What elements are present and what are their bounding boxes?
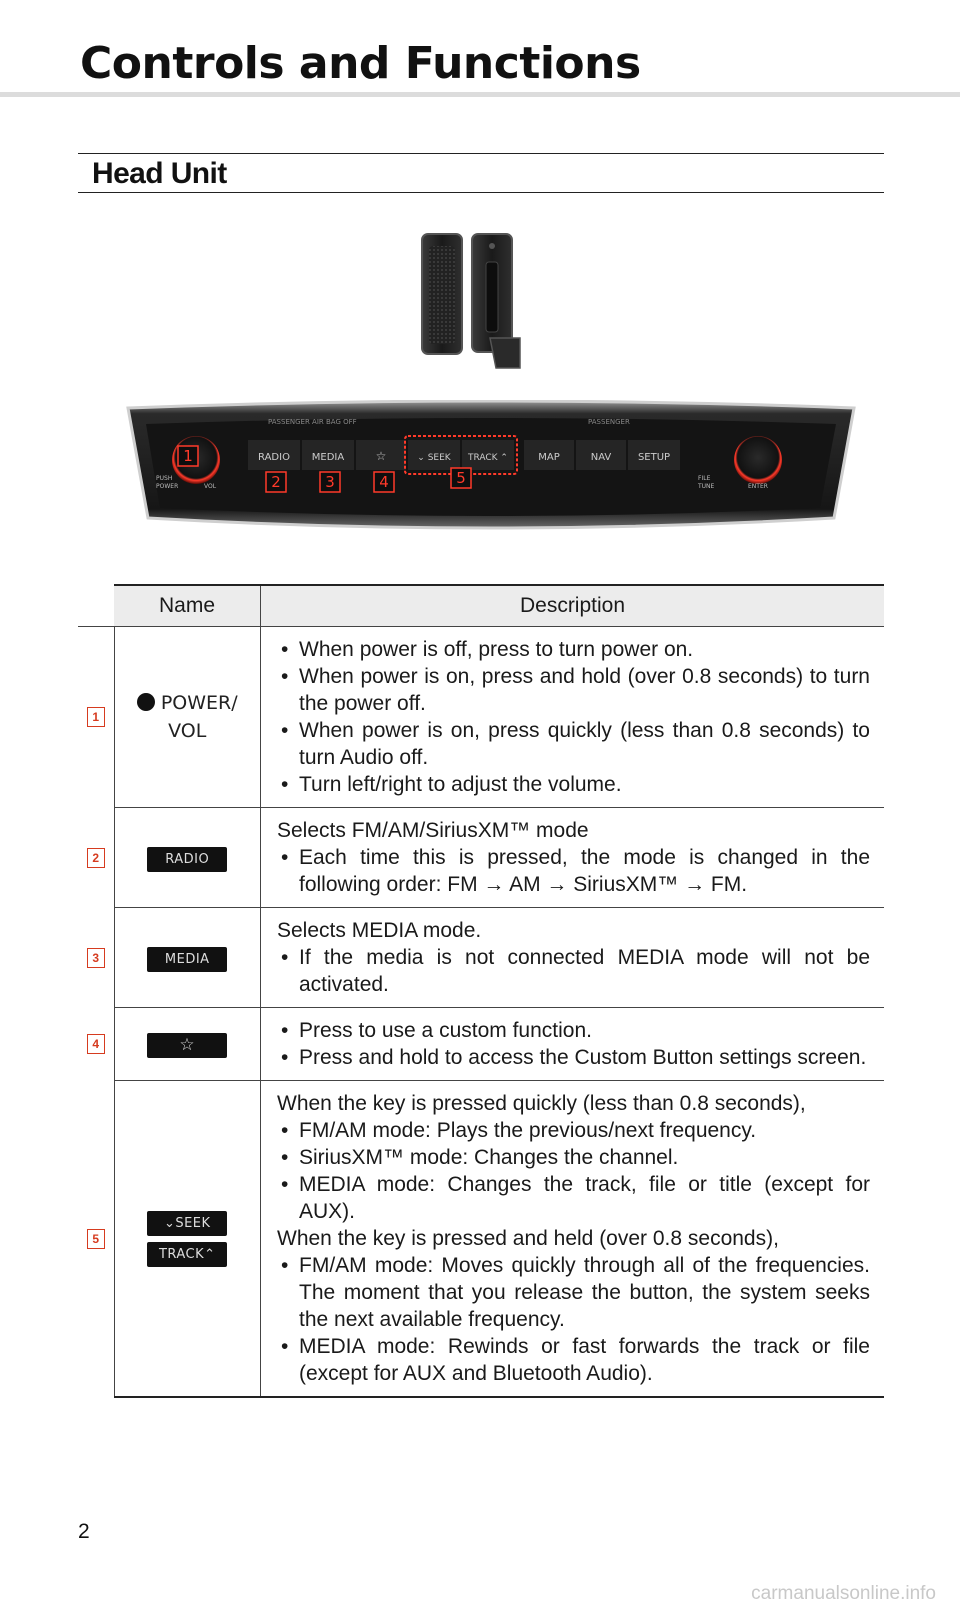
panel-passenger-banner: PASSENGER [588, 418, 630, 426]
seek-key-icon: ⌄SEEK [147, 1210, 228, 1236]
panel-radio-label: RADIO [258, 452, 290, 463]
description-cell: Press to use a custom function. Press an… [260, 1007, 884, 1081]
panel-seek-label: ⌄ SEEK [417, 453, 451, 463]
list-item: When power is on, press quickly (less th… [277, 717, 870, 771]
title-underline [0, 92, 960, 97]
list-item: MEDIA mode: Changes the track, file or t… [277, 1171, 870, 1225]
radio-key-icon: RADIO [147, 847, 228, 872]
panel-track-label: TRACK ⌃ [467, 453, 508, 463]
name-cell: RADIO [113, 807, 261, 908]
callout-2: 2 [271, 473, 281, 491]
name-cell: ☆ [113, 1007, 261, 1081]
row-number-badge: 1 [86, 707, 105, 728]
page-title: Controls and Functions [80, 38, 641, 89]
section-header: Head Unit [78, 153, 884, 193]
section-title: Head Unit [92, 157, 227, 190]
panel-enter-label: ENTER [748, 483, 768, 490]
name-cell: MEDIA [113, 907, 261, 1008]
list-item: FM/AM mode: Moves quickly through all of… [277, 1252, 870, 1333]
panel-vol-label: VOL [204, 483, 217, 490]
panel-nav-label: NAV [591, 452, 612, 463]
media-key-icon: MEDIA [147, 947, 228, 972]
panel-push-label: PUSH [156, 475, 172, 482]
table-row-seek-track: 5 ⌄SEEK TRACK⌃ When the key is pressed q… [78, 1080, 884, 1398]
table-row-custom: 4 ☆ Press to use a custom function. Pres… [78, 1007, 884, 1081]
table-row-radio: 2 RADIO Selects FM/AM/SiriusXM™ mode Eac… [78, 807, 884, 908]
name-cell: ⌄SEEK TRACK⌃ [113, 1080, 261, 1398]
callout-5: 5 [456, 469, 466, 487]
row-number-badge: 2 [86, 847, 105, 868]
list-item: Each time this is pressed, the mode is c… [277, 844, 870, 898]
callout-1: 1 [183, 447, 193, 465]
list-item: If the media is not connected MEDIA mode… [277, 944, 870, 998]
page-number: 2 [78, 1520, 90, 1543]
power-knob-icon [136, 693, 155, 711]
knob-cover-image [421, 233, 521, 369]
header-number [78, 585, 114, 627]
list-item: Press to use a custom function. [277, 1017, 870, 1044]
name-cell: POWER/ VOL [113, 626, 261, 808]
footer-watermark: carmanualsonline.info [751, 1583, 936, 1604]
panel-star-label: ☆ [376, 449, 387, 463]
description-cell: When the key is pressed quickly (less th… [260, 1080, 884, 1398]
panel-map-label: MAP [538, 452, 560, 463]
panel-media-label: MEDIA [312, 452, 345, 463]
callout-4: 4 [379, 473, 389, 491]
panel-file-label: FILE [698, 475, 711, 482]
panel-airbag-banner: PASSENGER AIR BAG OFF [268, 418, 357, 426]
list-item: Press and hold to access the Custom Butt… [277, 1044, 870, 1071]
head-unit-panel: RADIO MEDIA ☆ ⌄ SEEK TRACK ⌃ MAP NAV SET… [126, 400, 856, 530]
table-header-row: Name Description [78, 584, 884, 627]
row-number-badge: 5 [86, 1228, 105, 1249]
row-number-badge: 3 [86, 947, 105, 968]
list-item: When power is off, press to turn power o… [277, 636, 870, 663]
panel-power-label: POWER [156, 483, 178, 490]
panel-setup-label: SETUP [638, 452, 670, 463]
table-row-media: 3 MEDIA Selects MEDIA mode. If the media… [78, 907, 884, 1008]
list-item: FM/AM mode: Plays the previous/next freq… [277, 1117, 870, 1144]
star-key-icon: ☆ [147, 1033, 228, 1058]
header-name: Name [114, 584, 261, 627]
list-item: Turn left/right to adjust the volume. [277, 771, 870, 798]
description-cell: Selects MEDIA mode. If the media is not … [260, 907, 884, 1008]
description-cell: When power is off, press to turn power o… [260, 626, 884, 808]
table-row-power: 1 POWER/ VOL When power is off, press to… [78, 626, 884, 808]
track-key-icon: TRACK⌃ [147, 1241, 228, 1267]
list-item: When power is on, press and hold (over 0… [277, 663, 870, 717]
description-cell: Selects FM/AM/SiriusXM™ mode Each time t… [260, 807, 884, 908]
panel-tune-label: TUNE [697, 483, 715, 490]
list-item: SiriusXM™ mode: Changes the channel. [277, 1144, 870, 1171]
list-item: MEDIA mode: Rewinds or fast forwards the… [277, 1333, 870, 1387]
header-description: Description [260, 584, 884, 627]
row-number-badge: 4 [86, 1034, 105, 1054]
callout-3: 3 [325, 473, 335, 491]
controls-table: Name Description 1 POWER/ VOL When power… [78, 584, 884, 1398]
